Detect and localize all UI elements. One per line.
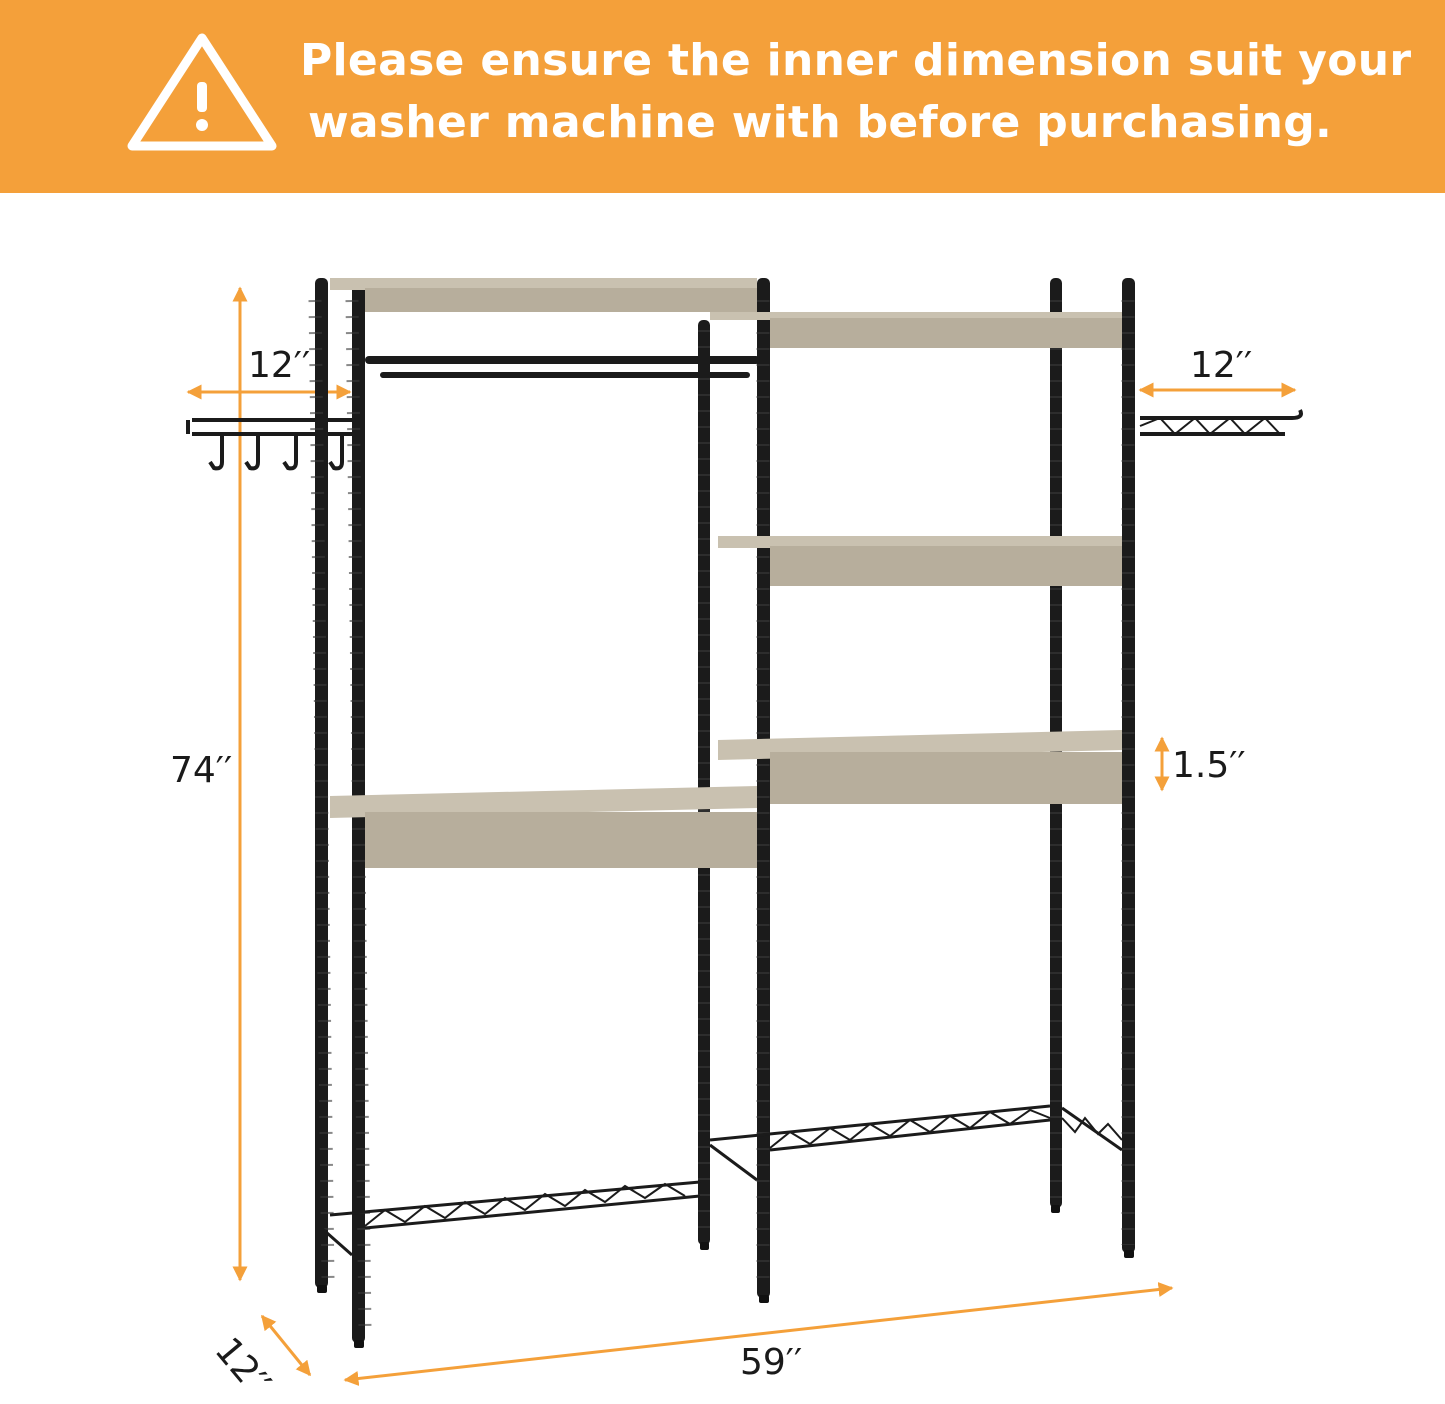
pole (757, 278, 770, 1298)
hook-icon (282, 434, 298, 471)
warning-line-1: Please ensure the inner dimension suit y… (300, 35, 1412, 86)
left-hook-width-label: 12′′ (248, 345, 311, 386)
pole (315, 278, 328, 1288)
right-rack-width-label: 12′′ (1190, 345, 1253, 386)
shelf-thickness-label: 1.5′′ (1172, 745, 1246, 786)
hanging-rod (365, 356, 760, 364)
shelf-dimension-drawing (186, 278, 1303, 1386)
width-arrow (343, 1282, 1174, 1386)
shelf-top-right (710, 312, 1122, 348)
warning-message: Please ensure the inner dimension suit y… (300, 30, 1412, 154)
height-label: 74′′ (170, 750, 233, 791)
pole (698, 320, 710, 1245)
depth-arrow (260, 1314, 312, 1377)
width-label: 59′′ (740, 1342, 803, 1383)
warning-triangle-icon (127, 33, 277, 151)
dimension-arrows (186, 286, 1297, 1386)
right-side-rack (1139, 409, 1303, 436)
feet (317, 1205, 1134, 1348)
shelf-lower-right (718, 730, 1122, 804)
warning-banner: Please ensure the inner dimension suit y… (0, 0, 1445, 193)
shelf-middle-right (718, 536, 1122, 586)
wire-bottom-racks (317, 1104, 1123, 1257)
warning-line-2: washer machine with before purchasing. (307, 97, 1333, 148)
hook-icon (244, 434, 260, 471)
hook-icon (328, 434, 344, 471)
shelf-lower-left (330, 786, 757, 868)
wood-shelves (330, 278, 1122, 868)
shelf-top-left (330, 278, 757, 312)
hook-icon (208, 434, 224, 471)
hanging-rod-back (380, 372, 750, 378)
